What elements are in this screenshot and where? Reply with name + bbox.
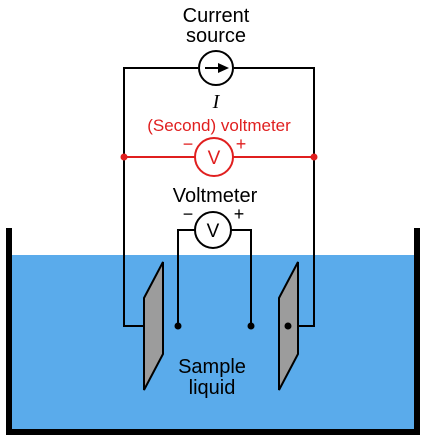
second-voltmeter-label: (Second) voltmeter — [147, 116, 291, 135]
second-voltmeter-symbol — [194, 137, 234, 177]
current-source-label-line1: Current — [183, 5, 250, 27]
left-probe-dot — [174, 322, 182, 330]
right-probe-dot — [247, 322, 255, 330]
current-source-symbol — [198, 50, 234, 86]
sample-liquid-label-line2: liquid — [189, 377, 236, 399]
second-voltmeter-circuit — [120, 137, 318, 177]
current-source-circuit — [123, 67, 315, 327]
second-voltmeter-right-node — [310, 153, 318, 161]
liquid-container — [6, 228, 420, 435]
right-electrode-dot — [284, 322, 292, 330]
current-direction-arrow-icon — [218, 63, 229, 73]
second-voltmeter-letter: V — [208, 148, 221, 169]
voltmeter-plus: + — [234, 204, 245, 224]
sample-liquid-fill — [9, 255, 417, 432]
second-voltmeter-minus: − — [183, 134, 194, 154]
left-electrode — [143, 261, 164, 391]
voltmeter-circuit — [177, 229, 252, 326]
voltmeter-letter: V — [207, 221, 220, 242]
sample-liquid-label-line1: Sample — [178, 356, 246, 378]
current-symbol-label: I — [212, 91, 221, 113]
second-voltmeter-plus: + — [236, 134, 247, 154]
voltmeter-minus: − — [183, 204, 194, 224]
current-source-label-line2: source — [186, 25, 246, 47]
second-voltmeter-left-node — [120, 153, 128, 161]
voltmeter-label: Voltmeter — [173, 185, 258, 207]
voltmeter-symbol — [194, 211, 232, 249]
